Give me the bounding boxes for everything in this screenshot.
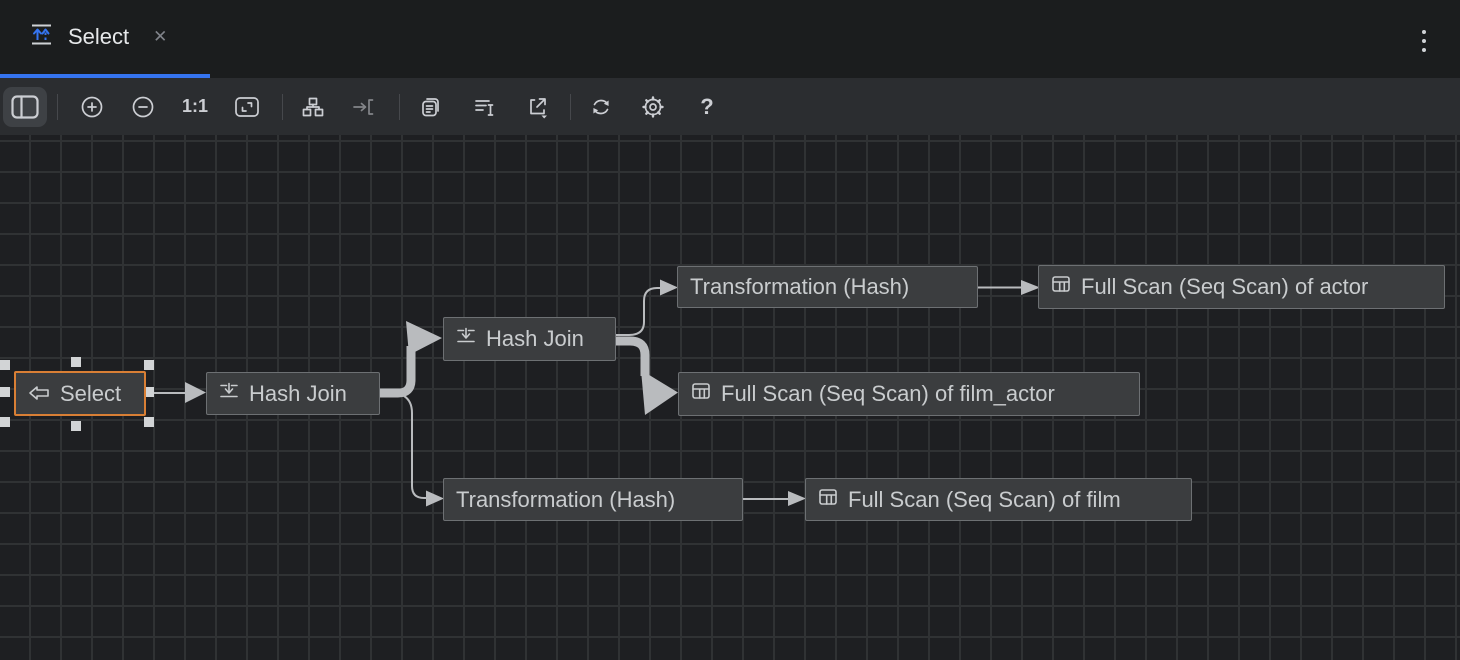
arrow-into-bracket-icon[interactable] bbox=[345, 89, 381, 125]
export-icon[interactable] bbox=[519, 89, 555, 125]
node-transformation-bottom[interactable]: Transformation (Hash) bbox=[443, 478, 743, 521]
edge-hashjoin2-transformtop bbox=[616, 287, 661, 336]
node-hash-join-1[interactable]: Hash Join bbox=[206, 372, 380, 415]
toolbar-divider bbox=[282, 93, 283, 120]
result-arrow-icon bbox=[28, 381, 50, 407]
edge-hashjoin1-hashjoin2 bbox=[380, 346, 416, 398]
execution-plan-icon bbox=[28, 21, 55, 53]
copy-icon[interactable] bbox=[413, 89, 449, 125]
join-icon bbox=[456, 326, 476, 352]
help-button[interactable]: ? bbox=[689, 89, 725, 125]
selection-handle[interactable] bbox=[0, 417, 10, 427]
fit-content-icon[interactable] bbox=[229, 89, 265, 125]
toolbar-divider bbox=[570, 93, 571, 120]
node-select[interactable]: Select bbox=[14, 371, 146, 416]
active-tab-underline bbox=[0, 74, 210, 78]
edge-hashjoin1-transformbottom bbox=[403, 395, 428, 499]
table-icon bbox=[691, 381, 711, 407]
node-full-scan-film[interactable]: Full Scan (Seq Scan) of film bbox=[805, 478, 1192, 521]
selection-handle[interactable] bbox=[144, 417, 154, 427]
selection-handle[interactable] bbox=[144, 360, 154, 370]
node-label: Transformation (Hash) bbox=[690, 274, 910, 299]
selection-handle[interactable] bbox=[144, 387, 154, 397]
hierarchy-icon[interactable] bbox=[295, 89, 331, 125]
table-icon bbox=[818, 487, 838, 513]
node-hash-join-2[interactable]: Hash Join bbox=[443, 317, 616, 361]
node-label: Select bbox=[60, 380, 122, 406]
tab-title: Select bbox=[68, 24, 130, 49]
zoom-out-icon[interactable] bbox=[125, 89, 161, 125]
actual-size-button[interactable]: 1:1 bbox=[177, 89, 213, 125]
actual-size-label: 1:1 bbox=[181, 96, 208, 116]
refresh-icon[interactable] bbox=[583, 89, 619, 125]
plan-diagram-canvas[interactable]: Select Hash Join Hash Join Transformatio… bbox=[0, 135, 1460, 660]
diagram-toolbar: 1:1 bbox=[0, 78, 1460, 135]
selection-handle[interactable] bbox=[71, 421, 81, 431]
toolbar-divider bbox=[399, 93, 400, 120]
tab-select[interactable]: Select ✕ bbox=[0, 0, 191, 74]
close-icon[interactable]: ✕ bbox=[153, 27, 168, 46]
selection-handle[interactable] bbox=[0, 387, 10, 397]
zoom-in-icon[interactable] bbox=[74, 89, 110, 125]
node-full-scan-actor[interactable]: Full Scan (Seq Scan) of actor bbox=[1038, 265, 1445, 309]
node-label: Full Scan (Seq Scan) of film_actor bbox=[721, 381, 1055, 406]
tab-bar: Select ✕ bbox=[0, 0, 1460, 78]
kebab-menu-icon[interactable] bbox=[1418, 26, 1430, 56]
node-label: Transformation (Hash) bbox=[456, 486, 676, 512]
edges-layer bbox=[154, 279, 1040, 507]
node-full-scan-film-actor[interactable]: Full Scan (Seq Scan) of film_actor bbox=[678, 372, 1140, 416]
selection-handle[interactable] bbox=[71, 357, 81, 367]
node-transformation-top[interactable]: Transformation (Hash) bbox=[677, 266, 978, 308]
node-label: Hash Join bbox=[486, 326, 584, 351]
panel-left-icon[interactable] bbox=[3, 86, 47, 127]
toolbar-divider bbox=[57, 93, 58, 120]
join-icon bbox=[219, 381, 239, 407]
node-label: Full Scan (Seq Scan) of film bbox=[848, 486, 1121, 512]
text-lines-icon[interactable] bbox=[467, 89, 503, 125]
node-label: Hash Join bbox=[249, 380, 347, 406]
node-label: Full Scan (Seq Scan) of actor bbox=[1081, 274, 1369, 299]
help-label: ? bbox=[700, 93, 714, 119]
edge-hashjoin2-filmactor bbox=[616, 336, 650, 376]
table-icon bbox=[1051, 274, 1071, 300]
selection-handle[interactable] bbox=[0, 360, 10, 370]
gear-icon[interactable] bbox=[635, 89, 671, 125]
